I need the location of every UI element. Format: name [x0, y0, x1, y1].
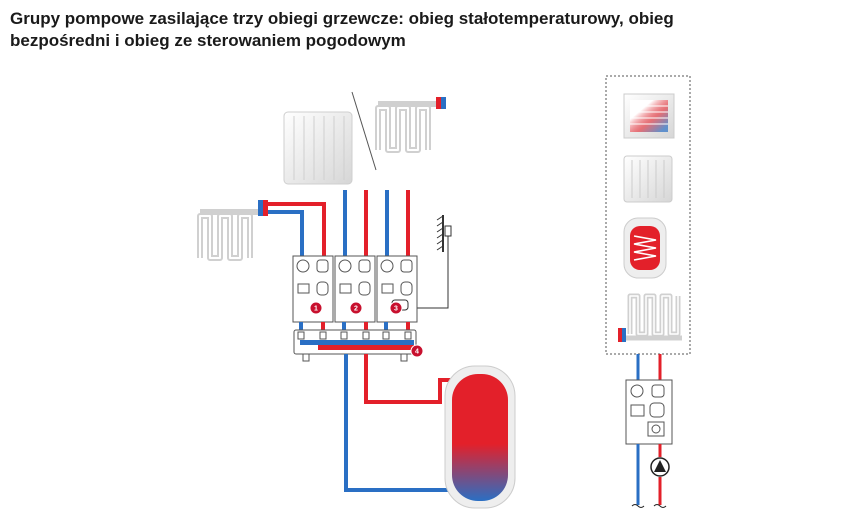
badge-3: 3 [389, 301, 403, 315]
outdoor-sensor-icon [412, 215, 452, 309]
manifold [293, 329, 417, 362]
title-line-1: Grupy pompowe zasilające trzy obiegi grz… [10, 9, 674, 28]
wall-heating-panel-icon [623, 93, 675, 139]
radiator-icon [623, 155, 673, 203]
diagram-title: Grupy pompowe zasilające trzy obiegi grz… [10, 8, 840, 52]
pump-icon [650, 457, 670, 477]
badge-1: 1 [309, 301, 323, 315]
pipes-controller-down [636, 444, 662, 505]
floor-heating-coil-icon [197, 200, 268, 261]
pipes-manifold-to-tank [344, 354, 456, 492]
buffer-tank-icon [444, 365, 516, 509]
floor-heating-coil-icon [375, 97, 446, 153]
badge-2-label: 2 [354, 306, 358, 313]
divider-line [351, 91, 377, 171]
title-line-2: bezpośredni i obieg ze sterowaniem pogod… [10, 31, 406, 50]
water-tank-icon [623, 217, 667, 279]
pipes-circuit-1 [268, 202, 326, 258]
pump-module-2 [334, 255, 376, 323]
badge-3-label: 3 [394, 306, 398, 313]
pipes-legend-to-controller [636, 354, 662, 382]
pipe-break-marks [631, 504, 667, 508]
badge-4-label: 4 [415, 349, 419, 356]
badge-2: 2 [349, 301, 363, 315]
controller-icon [625, 379, 673, 445]
floor-heating-coil-icon [618, 293, 682, 342]
emitter-types-box [605, 75, 691, 355]
badge-4: 4 [410, 344, 424, 358]
badge-1-label: 1 [314, 306, 318, 313]
pipes-circuit-2-3 [343, 190, 410, 258]
radiator-icon [283, 111, 353, 185]
